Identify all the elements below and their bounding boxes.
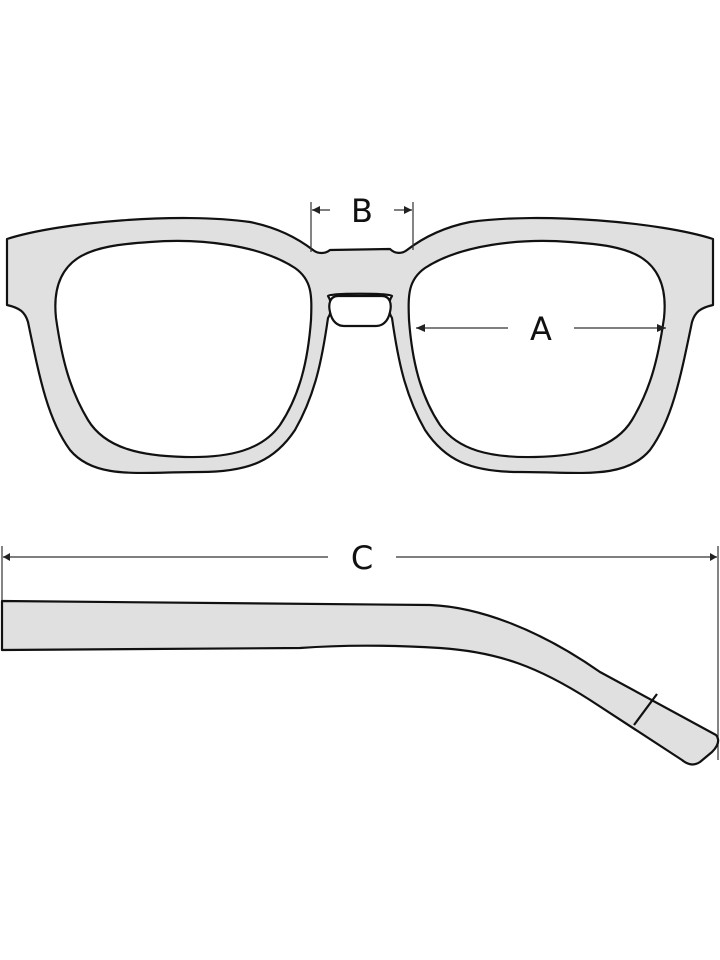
dimension-a: A: [416, 310, 666, 348]
c-arrow-right-icon: [710, 553, 717, 561]
temple-arm: [0, 599, 720, 766]
a-arrow-right-icon: [657, 324, 666, 332]
dimension-b: B: [310, 192, 414, 252]
front-view: [5, 216, 715, 475]
b-arrow-right-icon: [404, 206, 412, 214]
dimension-c: C: [1, 539, 719, 760]
right-lens: [407, 239, 666, 459]
dimension-a-label: A: [530, 310, 552, 348]
temple-tip-divider: [633, 693, 658, 726]
dimension-c-label: C: [351, 539, 373, 577]
c-arrow-left-icon: [3, 553, 10, 561]
bridge-cutout: [328, 294, 392, 328]
dimension-b-label: B: [351, 192, 373, 230]
a-arrow-left-icon: [416, 324, 425, 332]
left-lens: [54, 239, 313, 459]
b-arrow-left-icon: [312, 206, 320, 214]
side-view: [0, 599, 720, 766]
